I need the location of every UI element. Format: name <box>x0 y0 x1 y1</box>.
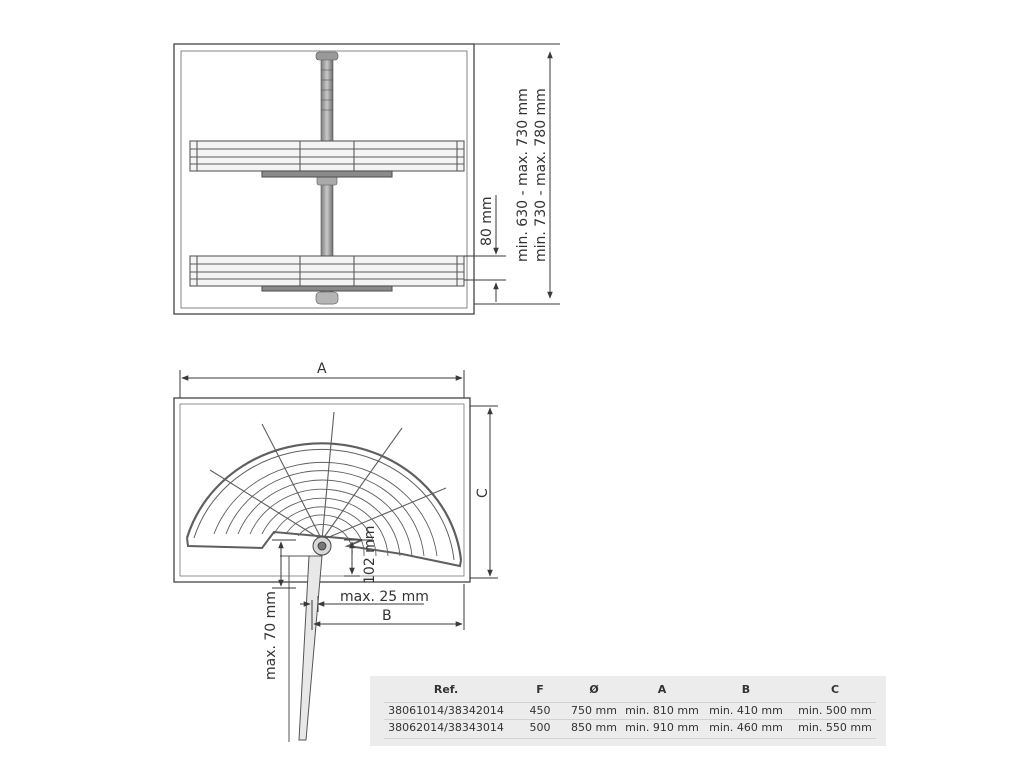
cell-c: min. 550 mm <box>798 721 872 734</box>
cell-diameter: 750 mm <box>571 704 617 717</box>
dimension-max25-label: max. 25 mm <box>340 589 429 605</box>
header-b: B <box>741 683 751 696</box>
cell-f: 500 <box>529 721 551 734</box>
dimension-102 <box>344 539 372 577</box>
cell-a: min. 910 mm <box>625 721 699 734</box>
table-header-row: Ref. F Ø A B C <box>370 683 886 701</box>
cabinet-outline <box>173 43 475 315</box>
header-a: A <box>657 683 667 696</box>
top-cabinet-outline <box>173 397 471 583</box>
dimension-max70 <box>272 539 296 589</box>
dimension-B <box>311 584 465 630</box>
cell-diameter: 850 mm <box>571 721 617 734</box>
table-divider <box>384 738 876 739</box>
cell-b: min. 460 mm <box>709 721 783 734</box>
dimension-C-label: C <box>475 488 491 498</box>
table-row: 38061014/38342014 450 750 mm min. 810 mm… <box>370 704 886 722</box>
header-diameter: Ø <box>589 683 599 696</box>
dimension-max25 <box>300 596 424 612</box>
upper-shelf <box>189 140 465 178</box>
shelf-gap-dimension <box>464 195 506 302</box>
spec-table: Ref. F Ø A B C 38061014/38342014 450 750… <box>370 676 886 746</box>
cell-a: min. 810 mm <box>625 704 699 717</box>
shelf-gap-label: 80 mm <box>479 196 495 246</box>
table-divider <box>384 702 876 703</box>
header-f: F <box>536 683 544 696</box>
cell-f: 450 <box>529 704 551 717</box>
top-cabinet-inner <box>179 403 465 577</box>
height-dimension <box>474 43 560 305</box>
door-panel <box>280 555 323 742</box>
side-view: min. 630 - max. 730 mm min. 730 - max. 7… <box>173 43 560 315</box>
top-view: A C 102 mm max. 25 mm B <box>173 361 498 742</box>
height-range-label-2: min. 730 - max. 780 mm <box>533 88 549 262</box>
dimension-B-label: B <box>382 608 392 624</box>
height-range-label-1: min. 630 - max. 730 mm <box>515 88 531 262</box>
dimension-C <box>470 405 498 579</box>
dimension-A <box>179 370 465 398</box>
cell-b: min. 410 mm <box>709 704 783 717</box>
cell-ref: 38061014/38342014 <box>388 704 504 717</box>
dimension-102-label: 102 mm <box>362 526 378 584</box>
hub <box>312 536 332 556</box>
pole-rings <box>321 69 333 111</box>
pole-cap-top <box>315 51 339 61</box>
lower-shelf <box>189 255 465 292</box>
cabinet-inner-outline <box>180 50 468 309</box>
dimension-max70-label: max. 70 mm <box>263 591 279 680</box>
cell-ref: 38062014/38343014 <box>388 721 504 734</box>
dimension-A-label: A <box>317 361 327 377</box>
pole-foot <box>315 291 339 305</box>
header-c: C <box>830 683 840 696</box>
table-divider <box>384 719 876 720</box>
header-ref: Ref. <box>433 683 459 696</box>
cell-c: min. 500 mm <box>798 704 872 717</box>
basket-top <box>185 411 463 568</box>
table-row: 38062014/38343014 500 850 mm min. 910 mm… <box>370 721 886 739</box>
